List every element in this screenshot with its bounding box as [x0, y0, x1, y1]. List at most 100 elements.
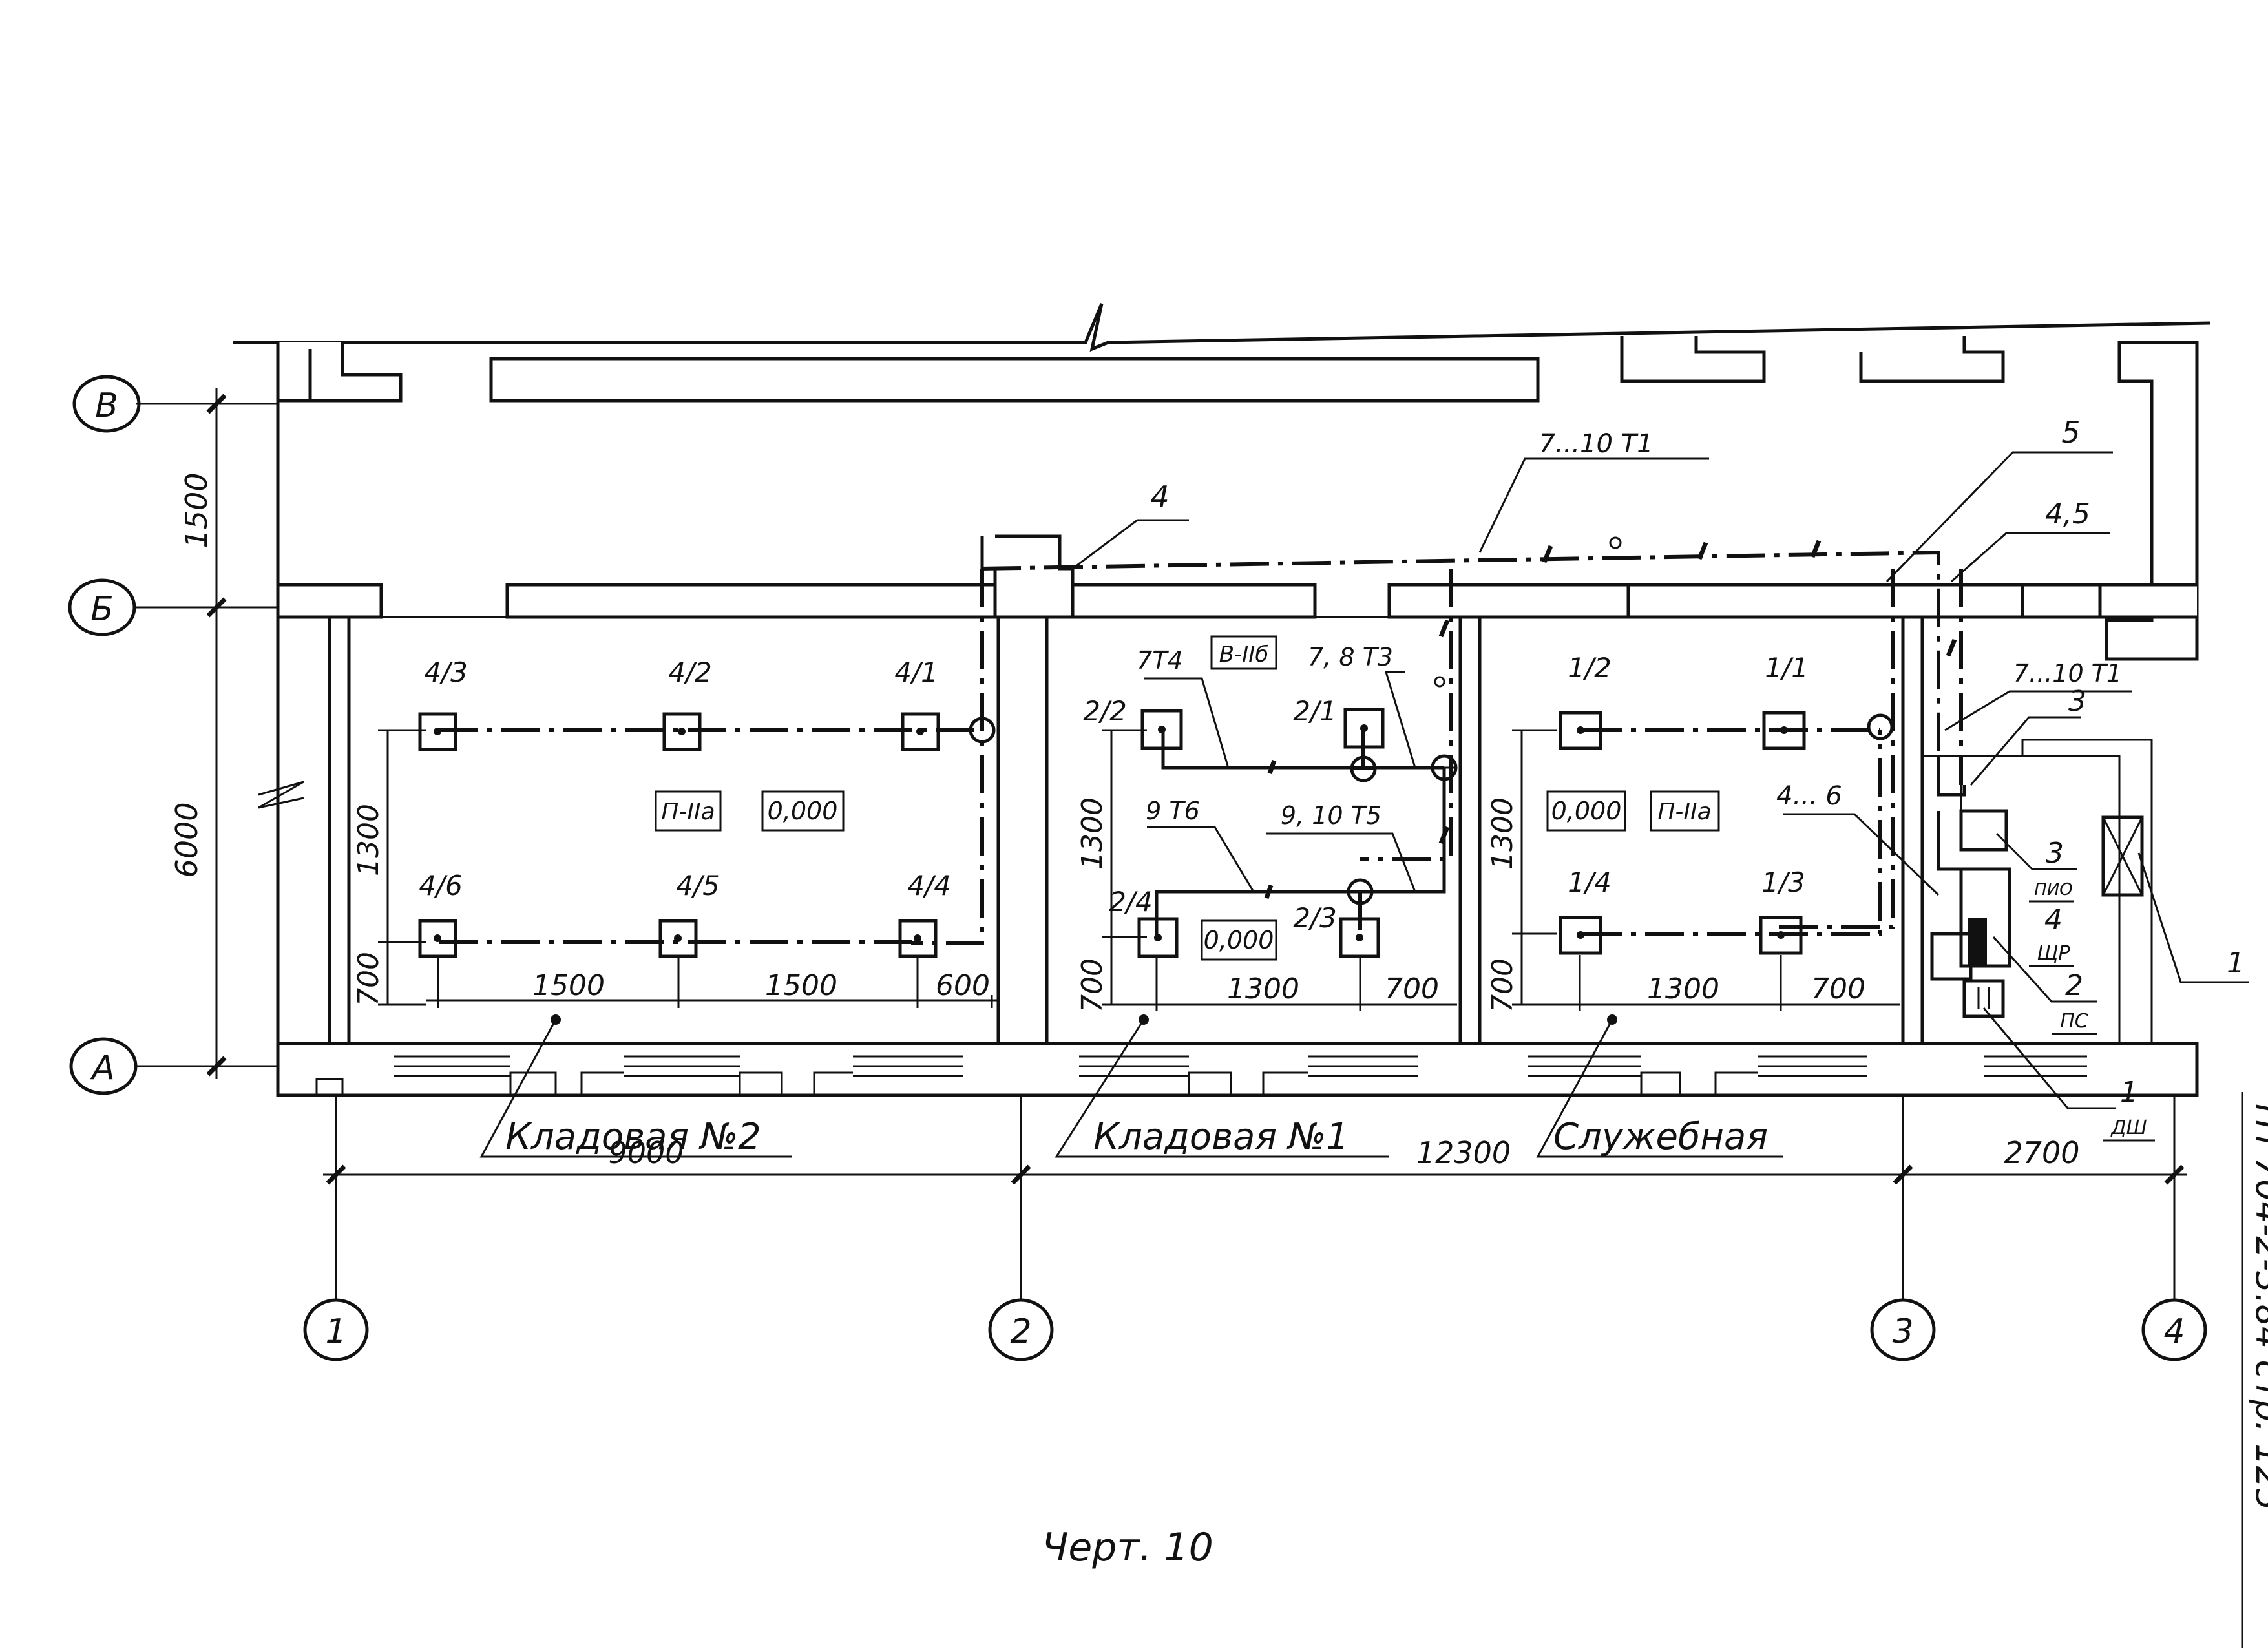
dim-r1-700: 700: [1076, 958, 1109, 1013]
cable-label-7-10-t1: 7...10 Т1: [1538, 429, 1653, 459]
cable-label-7-10-t1b: 7...10 Т1: [2013, 659, 2122, 688]
cable-label-9t6: 9 Т6: [1146, 797, 1200, 825]
building-walls: [233, 303, 2210, 1097]
svg-text:4/4: 4/4: [907, 870, 951, 901]
equip-label-2-sub: ПС: [2060, 1010, 2088, 1033]
cable-label-7t4: 7Т4: [1137, 646, 1183, 675]
dim-r2-600: 600: [936, 969, 990, 1002]
equipment: 3 3 ПИО 4 ЩР 2 ПС 1 1 ДШ: [1930, 685, 2249, 1142]
detector-4-6: 4/6: [418, 870, 463, 958]
axis-bubble-2: 2: [988, 1298, 1054, 1361]
axis-bubble-3: 3: [1870, 1298, 1936, 1361]
room-tags: П-IIа 0,000 В-IIб 0,000 0,000 П-IIа: [655, 635, 1720, 961]
svg-text:4/6: 4/6: [419, 870, 463, 901]
axis-bubble-1: 1: [303, 1298, 369, 1361]
room-name-storage2: Кладовая №2: [505, 1116, 761, 1158]
cable-label-4-6: 4... 6: [1776, 781, 1842, 811]
dim-1500-vertical: 1500: [179, 472, 214, 548]
equip-label-1: 1: [2227, 947, 2245, 980]
svg-text:В: В: [95, 386, 118, 425]
svg-text:1: 1: [325, 1312, 346, 1351]
equip-label-3b-sub: ПИО: [2034, 880, 2072, 899]
dim-r2-1300: 1300: [352, 804, 385, 876]
svg-text:4/5: 4/5: [676, 870, 720, 901]
svg-text:1/1: 1/1: [1765, 652, 1809, 684]
dim-r3-700h: 700: [1811, 972, 1865, 1005]
equip-label-2: 2: [2065, 969, 2083, 1002]
svg-text:Б: Б: [90, 590, 114, 629]
cable-labels: 4 7...10 Т1 5 4,5 7...10 Т1 7Т4 7, 8 Т3 …: [1072, 415, 2132, 896]
storage1-tag-class: В-IIб: [1219, 642, 1269, 667]
dim-r1-1300: 1300: [1076, 797, 1109, 870]
room-labels: Кладовая №2 Кладовая №1 Служебная: [479, 1014, 1783, 1158]
side-stamp: ТП 704-2-3.84 стр. 125: [2241, 1092, 2268, 1648]
cable-label-4-5: 4,5: [2045, 498, 2090, 530]
equip-label-4-sub: ЩР: [2037, 942, 2071, 965]
axis-bubble-a: А: [69, 1037, 138, 1095]
detector-2-3: 2/3: [1293, 902, 1380, 958]
equip-label-3a: 3: [2068, 685, 2086, 718]
svg-text:1/2: 1/2: [1568, 652, 1612, 684]
room-dimensions: 1300 700 1500 1500 600 1300 700 1300 700…: [352, 729, 1900, 1013]
detector-1-4: 1/4: [1559, 867, 1612, 955]
number-axes: 9000 12300 2700 1 2 3 4: [303, 1095, 2207, 1361]
svg-text:3: 3: [1892, 1312, 1913, 1351]
office-tag-level: 0,000: [1551, 797, 1622, 825]
dim-r3-1300: 1300: [1486, 797, 1519, 870]
axis-bubble-b: Б: [68, 578, 136, 636]
detector-4-2: 4/2: [662, 656, 712, 751]
svg-text:ТП 704-2-3.84 стр. 125: ТП 704-2-3.84 стр. 125: [2248, 1098, 2268, 1510]
room-name-storage1: Кладовая №1: [1093, 1116, 1349, 1158]
dim-r1-1300h: 1300: [1227, 972, 1299, 1005]
svg-text:4: 4: [2163, 1312, 2185, 1351]
storage1-tag-level: 0,000: [1204, 926, 1274, 954]
equip-label-1b: 1: [2120, 1076, 2138, 1109]
dim-r1-700h: 700: [1385, 972, 1439, 1005]
cable-label-9-10t5: 9, 10 Т5: [1281, 801, 1381, 830]
letter-axes: В Б А 1500 6000: [68, 375, 278, 1095]
detector-1-1: 1/1: [1762, 652, 1809, 750]
equip-label-1b-sub: ДШ: [2110, 1117, 2147, 1139]
windows: [394, 1048, 2087, 1091]
svg-text:4/1: 4/1: [894, 656, 938, 688]
detector-1-3: 1/3: [1759, 867, 1805, 955]
dim-r3-1300h: 1300: [1647, 972, 1719, 1005]
room-name-office: Служебная: [1553, 1116, 1768, 1158]
detector-4-4: 4/4: [898, 870, 951, 958]
axis-bubble-4: 4: [2141, 1298, 2207, 1361]
svg-text:2/2: 2/2: [1083, 695, 1127, 727]
svg-text:А: А: [90, 1049, 115, 1087]
svg-text:2: 2: [1010, 1312, 1031, 1351]
dim-6000-vertical: 6000: [169, 802, 204, 877]
equip-label-3b: 3: [2046, 837, 2064, 870]
dim-r3-700: 700: [1486, 958, 1519, 1013]
detector-4-3: 4/3: [418, 656, 468, 751]
dim-r2-1500a: 1500: [532, 969, 605, 1002]
svg-text:2/3: 2/3: [1293, 902, 1337, 934]
detector-1-2: 1/2: [1559, 652, 1612, 750]
detector-2-2: 2/2: [1083, 695, 1183, 750]
storage2-tag-level: 0,000: [768, 797, 838, 825]
office-tag-class: П-IIа: [1657, 799, 1711, 825]
svg-text:4/2: 4/2: [668, 656, 712, 688]
svg-text:2/1: 2/1: [1293, 695, 1337, 727]
drawing-caption: Черт. 10: [1042, 1525, 1213, 1570]
detector-4-1: 4/1: [894, 656, 940, 751]
svg-text:1/3: 1/3: [1761, 867, 1805, 898]
dim-r2-1500b: 1500: [765, 969, 837, 1002]
dim-12300: 12300: [1416, 1135, 1511, 1170]
detector-2-4: 2/4: [1109, 886, 1179, 958]
axis-bubble-v: В: [72, 375, 141, 433]
cable-label-5: 5: [2061, 415, 2080, 450]
svg-text:2/4: 2/4: [1109, 886, 1153, 918]
storage2-tag-class: П-IIа: [661, 799, 715, 825]
svg-text:4/3: 4/3: [424, 656, 468, 688]
dim-2700: 2700: [2004, 1135, 2079, 1170]
dim-r2-700: 700: [352, 952, 385, 1006]
equip-label-4: 4: [2044, 903, 2063, 936]
dim-9000: 9000: [608, 1135, 684, 1170]
detector-2-1: 2/1: [1293, 695, 1385, 749]
detectors: 4/3 4/2 4/1 4/6 4/5 4/4 2/2 2/1: [418, 652, 1809, 958]
cable-label-4: 4: [1150, 479, 1169, 514]
